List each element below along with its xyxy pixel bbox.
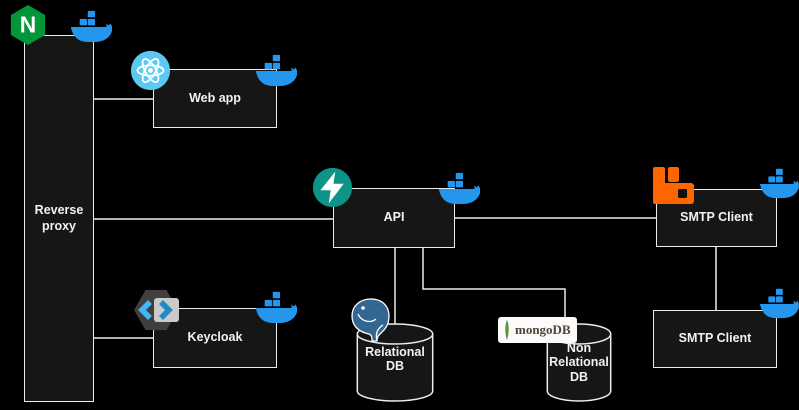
database-cylinder-icon [356,323,434,402]
docker-icon [759,168,799,200]
connector-api-nonrelational-db [422,248,566,328]
node-reverse-proxy[interactable]: Reverse proxy [24,35,94,402]
node-smtp-client-2[interactable]: SMTP Client [653,310,777,368]
node-label: Non Relational DB [549,341,609,384]
fastapi-icon [312,167,353,208]
node-keycloak[interactable]: Keycloak [153,308,277,368]
docker-icon [438,172,480,206]
node-api[interactable]: API [333,188,455,248]
node-label: Web app [189,90,241,105]
node-label: Relational DB [365,345,425,374]
node-label: SMTP Client [678,331,752,346]
keycloak-icon [134,290,179,330]
node-label: API [383,210,405,225]
node-label: SMTP Client [680,210,753,225]
node-label: Reverse proxy [34,202,84,233]
react-icon [130,50,171,91]
rabbitmq-icon [653,167,694,204]
nginx-icon: N [10,5,46,45]
node-label: Keycloak [187,330,243,345]
node-web-app[interactable]: Web app [153,69,277,128]
docker-icon [255,291,297,325]
mongodb-wordmark: mongoDB [515,322,571,337]
docker-icon [70,10,112,44]
node-relational-db[interactable]: Relational DB [356,322,434,402]
svg-text:N: N [20,12,36,38]
docker-icon [759,288,799,320]
docker-icon [255,54,297,88]
postgresql-icon [351,298,390,342]
mongodb-logo: mongoDB [498,317,577,343]
mongodb-leaf-icon [505,319,509,341]
